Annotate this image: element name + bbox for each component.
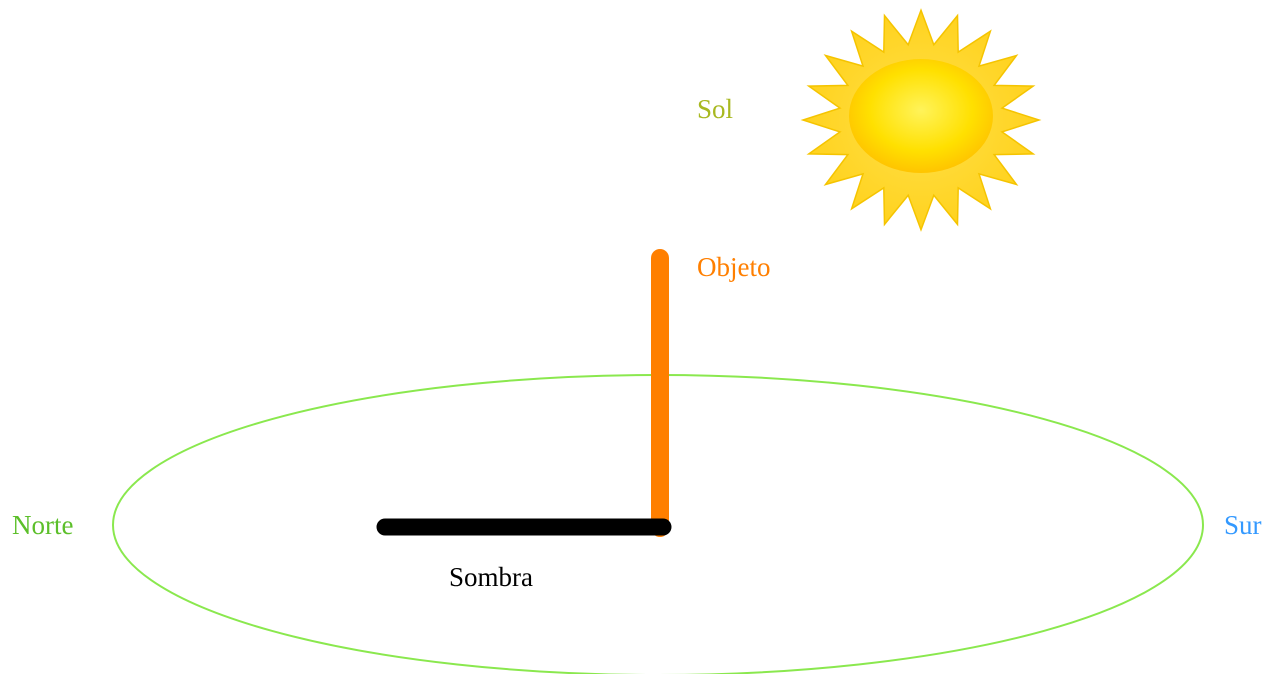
south-label: Sur bbox=[1224, 510, 1262, 540]
sun-core bbox=[849, 59, 993, 173]
sun-label: Sol bbox=[697, 94, 733, 124]
object-label: Objeto bbox=[697, 252, 771, 282]
shadow-label: Sombra bbox=[449, 562, 533, 592]
north-label: Norte bbox=[12, 510, 73, 540]
sun-icon bbox=[800, 8, 1042, 232]
